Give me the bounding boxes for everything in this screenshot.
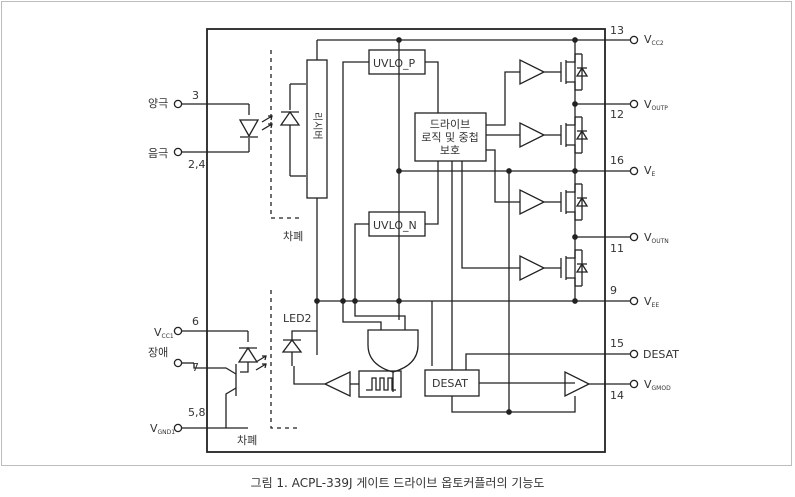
output-mosfet-2	[560, 116, 589, 154]
figure-frame	[1, 1, 792, 466]
receiver-label: 리시버	[311, 112, 323, 140]
led2-driver-icon	[323, 370, 351, 398]
output-mosfet-1	[560, 53, 589, 91]
svg-text:VEE: VEE	[644, 295, 659, 309]
pin-number-7: 7	[192, 361, 199, 374]
svg-text:VCC2: VCC2	[644, 33, 664, 47]
pin-number-24: 2,4	[188, 158, 206, 171]
pin-vgnd1	[173, 423, 183, 433]
output-mosfet-4	[560, 249, 589, 287]
pin-voutp	[629, 99, 639, 109]
pin-number-16: 16	[610, 154, 624, 167]
pin-number-15: 15	[610, 337, 624, 350]
vgnd1-sub: GND1	[158, 429, 176, 436]
light-arrows-lower-icon	[255, 355, 267, 371]
ve-label: V	[644, 164, 652, 177]
figure-caption: 그림 1. ACPL-339J 게이트 드라이브 옵토커플러의 기능도	[250, 476, 545, 490]
pin-vgmod	[629, 379, 639, 389]
vgmod-label: V	[644, 378, 652, 391]
light-arrows-icon	[261, 115, 273, 131]
uvlo-n-label: UVLO_N	[373, 219, 417, 232]
vcc1-label: V	[154, 326, 162, 339]
cathode-label: 음극	[148, 147, 168, 160]
uvlo-p-label: UVLO_P	[373, 57, 415, 70]
drive-logic-line1: 드라이브	[430, 118, 470, 131]
drive-logic-line3: 보호	[440, 144, 460, 157]
vgnd1-label: V	[150, 422, 158, 435]
led2-icon	[281, 338, 303, 353]
output-mosfet-3	[560, 183, 589, 221]
vcc2-label: V	[644, 33, 652, 46]
pin-fault	[173, 358, 183, 368]
voutp-sub: OUTP	[652, 105, 669, 112]
pin-number-3: 3	[192, 89, 199, 102]
isolation-shield-upper	[270, 50, 300, 219]
svg-text:VCC1: VCC1	[154, 326, 174, 340]
pin-number-9: 9	[610, 284, 617, 297]
voutn-sub: OUTN	[652, 238, 669, 245]
fault-photodiode-icon	[237, 346, 259, 363]
voutn-label: V	[644, 231, 652, 244]
desat-pin-label: DESAT	[643, 348, 679, 361]
pin-number-58: 5,8	[188, 406, 206, 419]
pin-vee	[629, 296, 639, 306]
functional-block-diagram: UVLO_P UVLO_N 드라이브 로직 및 중첩 보호 DESAT 차폐 차…	[148, 24, 679, 453]
pin-number-13: 13	[610, 24, 624, 37]
vcc2-sub: CC2	[652, 40, 664, 47]
svg-text:VOUTN: VOUTN	[644, 231, 669, 245]
vcc1-sub: CC1	[162, 333, 174, 340]
led2-label: LED2	[283, 312, 312, 325]
buffer-2-icon	[519, 121, 546, 149]
receiver-photodiode-icon	[279, 110, 301, 126]
isolation-label-lower: 차폐	[237, 434, 257, 447]
buffer-4-icon	[519, 254, 546, 282]
svg-text:VGND1: VGND1	[150, 422, 175, 436]
pin-number-12: 12	[610, 108, 624, 121]
svg-text:VE: VE	[644, 164, 656, 178]
gmod-amp-icon	[564, 370, 591, 398]
pin-cathode	[173, 147, 183, 157]
desat-block-label: DESAT	[432, 377, 468, 390]
pin-vcc1	[173, 326, 183, 336]
pin-anode	[173, 99, 183, 109]
vee-sub: EE	[652, 302, 660, 309]
buffer-3-icon	[519, 188, 546, 216]
pin-ve	[629, 166, 639, 176]
fault-label: 장애	[148, 346, 168, 359]
svg-text:VOUTP: VOUTP	[644, 98, 668, 112]
or-gate-icon	[367, 329, 419, 373]
input-led-icon	[238, 119, 260, 138]
voutp-label: V	[644, 98, 652, 111]
ve-sub: E	[652, 171, 656, 178]
isolation-shield-lower	[270, 290, 300, 429]
pin-number-11: 11	[610, 242, 624, 255]
vee-label: V	[644, 295, 652, 308]
drive-logic-line2: 로직 및 중첩	[421, 131, 479, 144]
pin-desat	[629, 349, 639, 359]
isolation-label-upper: 차폐	[283, 230, 303, 243]
drive-logic-block	[414, 112, 487, 162]
buffer-1-icon	[519, 58, 546, 86]
pin-number-6: 6	[192, 315, 199, 328]
svg-text:VGMOD: VGMOD	[644, 378, 671, 392]
pin-number-14: 14	[610, 389, 624, 402]
pin-vcc2	[629, 35, 639, 45]
ic-package-outline	[206, 28, 606, 453]
anode-label: 양극	[148, 97, 168, 110]
vgmod-sub: GMOD	[652, 385, 672, 392]
pin-voutn	[629, 232, 639, 242]
